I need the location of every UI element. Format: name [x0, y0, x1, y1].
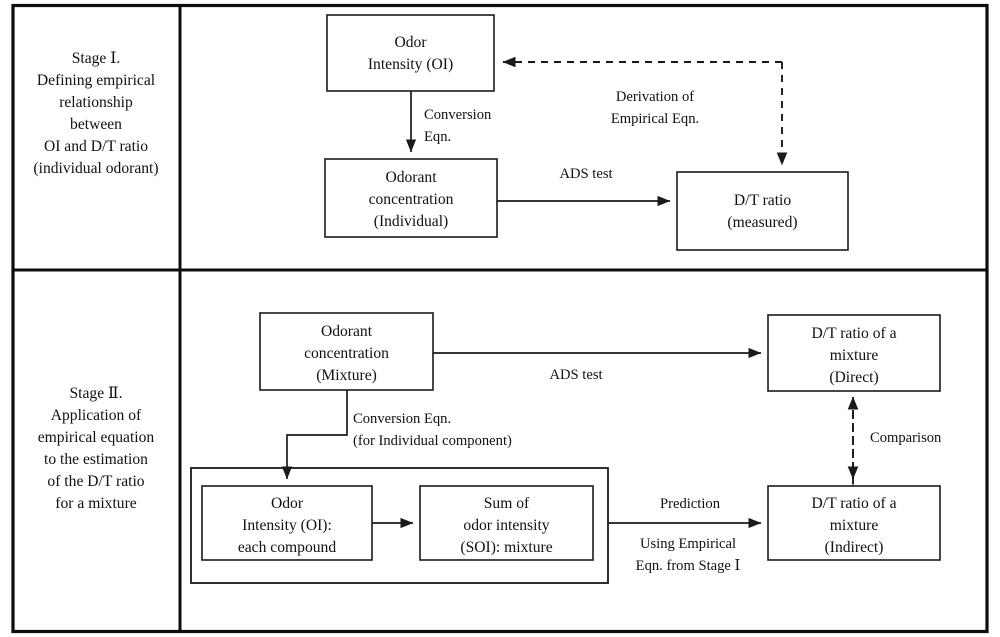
stage-2-label-line-5: for a mixture	[55, 495, 136, 512]
edge-label-conversion-eqn-line-1: Eqn.	[424, 129, 451, 145]
stage-1-label-line-2: relationship	[59, 94, 133, 111]
node-dt-ratio-mixture-direct-line-0: D/T ratio of a	[811, 325, 896, 342]
node-odorant-concentration-individual-box[interactable]	[324, 158, 498, 238]
edge-label-conversion-eqn: Conversion Eqn.	[424, 107, 492, 145]
node-dt-ratio-mixture-direct-line-2: (Direct)	[829, 369, 878, 386]
edge-label-using-empirical-eqn-line-1: Eqn. from Stage Ⅰ	[636, 558, 741, 574]
node-sum-of-odor-intensity-line-0: Sum of	[484, 495, 530, 512]
node-odor-intensity-oi-box[interactable]	[326, 14, 495, 92]
stage-2-label-line-4: of the D/T ratio	[47, 473, 144, 490]
node-odor-intensity-each-compound[interactable]: Odor Intensity (OI): each compound	[201, 485, 373, 561]
stage-2-label-line-0: Stage Ⅱ.	[69, 385, 122, 402]
edge-label-conversion-eqn-mixture-line-1: (for Individual component)	[353, 433, 512, 449]
node-odorant-concentration-mixture-line-1: concentration	[304, 345, 389, 362]
node-dt-ratio-mixture-indirect-box[interactable]	[767, 485, 941, 561]
node-odor-intensity-each-compound-box[interactable]	[201, 485, 373, 561]
node-dt-ratio-mixture-direct-line-1: mixture	[830, 347, 879, 364]
stage-2-label-line-2: empirical equation	[38, 429, 155, 446]
stage-1-label-line-5: (individual odorant)	[33, 160, 158, 177]
node-dt-ratio-measured-box[interactable]	[676, 171, 849, 251]
stage-2-label-line-1: Application of	[51, 407, 142, 424]
node-dt-ratio-mixture-indirect-line-1: mixture	[830, 517, 879, 534]
node-dt-ratio-mixture-indirect[interactable]: D/T ratio of a mixture (Indirect)	[767, 485, 941, 561]
stage-2-label: Stage Ⅱ. Application of empirical equati…	[38, 385, 155, 512]
node-odorant-concentration-mixture-line-2: (Mixture)	[316, 367, 377, 384]
edge-label-conversion-eqn-mixture-line-0: Conversion Eqn.	[353, 411, 451, 427]
edge-label-ads-test-stage2: ADS test	[549, 367, 602, 383]
node-odor-intensity-each-compound-line-2: each compound	[238, 539, 336, 556]
node-sum-of-odor-intensity[interactable]: Sum of odor intensity (SOI): mixture	[419, 485, 594, 561]
node-odor-intensity-each-compound-line-1: Intensity (OI):	[242, 517, 332, 534]
node-odorant-concentration-mixture-line-0: Odorant	[321, 323, 373, 340]
edge-label-conversion-eqn-mixture: Conversion Eqn. (for Individual componen…	[353, 411, 512, 449]
edge-label-conversion-eqn-line-0: Conversion	[424, 107, 492, 123]
node-dt-ratio-mixture-indirect-line-2: (Indirect)	[825, 539, 884, 556]
edge-label-using-empirical-eqn-line-0: Using Empirical	[640, 536, 736, 552]
node-sum-of-odor-intensity-line-1: odor intensity	[463, 517, 549, 534]
stage-1-label-line-4: OI and D/T ratio	[44, 138, 148, 155]
node-dt-ratio-measured-line-1: (measured)	[727, 214, 797, 231]
edge-label-derivation-empirical-eqn: Derivation of Empirical Eqn.	[611, 89, 699, 127]
edge-label-ads-test-stage1: ADS test	[559, 166, 612, 182]
edge-mixture-conc-to-oi-each-compound	[281, 390, 348, 480]
stage-1-label-line-3: between	[70, 116, 122, 133]
edge-label-prediction: Prediction	[660, 496, 721, 512]
node-dt-ratio-mixture-direct-box[interactable]	[767, 314, 941, 392]
stage-1-label-line-0: Stage Ⅰ.	[72, 50, 121, 67]
edge-label-comparison: Comparison	[870, 430, 942, 446]
node-sum-of-odor-intensity-line-2: (SOI): mixture	[460, 539, 552, 556]
node-odorant-concentration-individual-line-2: (Individual)	[374, 213, 448, 230]
node-sum-of-odor-intensity-box[interactable]	[419, 485, 594, 561]
node-odorant-concentration-individual-line-1: concentration	[369, 191, 454, 208]
stage-1-label: Stage Ⅰ. Defining empirical relationship…	[33, 50, 158, 177]
group-box-soi-computation	[190, 467, 609, 584]
edge-label-derivation-empirical-eqn-line-1: Empirical Eqn.	[611, 111, 699, 127]
stage-2-label-line-3: to the estimation	[44, 451, 148, 468]
node-dt-ratio-mixture-direct[interactable]: D/T ratio of a mixture (Direct)	[767, 314, 941, 392]
edge-label-using-empirical-eqn: Using Empirical Eqn. from Stage Ⅰ	[636, 536, 741, 574]
node-odorant-concentration-individual[interactable]: Odorant concentration (Individual)	[324, 158, 498, 238]
node-odor-intensity-oi[interactable]: Odor Intensity (OI)	[326, 14, 495, 92]
node-odorant-concentration-mixture-box[interactable]	[259, 312, 434, 391]
node-odor-intensity-oi-line-0: Odor	[394, 34, 427, 51]
node-odor-intensity-each-compound-line-0: Odor	[271, 495, 304, 512]
node-odorant-concentration-individual-line-0: Odorant	[385, 169, 437, 186]
node-odorant-concentration-mixture[interactable]: Odorant concentration (Mixture)	[259, 312, 434, 391]
figure-outer-frame	[11, 3, 989, 634]
edge-label-derivation-empirical-eqn-line-0: Derivation of	[616, 89, 694, 105]
stage-1-label-line-1: Defining empirical	[37, 72, 156, 89]
node-dt-ratio-mixture-indirect-line-0: D/T ratio of a	[811, 495, 896, 512]
node-odor-intensity-oi-line-1: Intensity (OI)	[368, 56, 453, 73]
node-dt-ratio-measured-line-0: D/T ratio	[734, 192, 792, 209]
node-dt-ratio-measured[interactable]: D/T ratio (measured)	[676, 171, 849, 251]
